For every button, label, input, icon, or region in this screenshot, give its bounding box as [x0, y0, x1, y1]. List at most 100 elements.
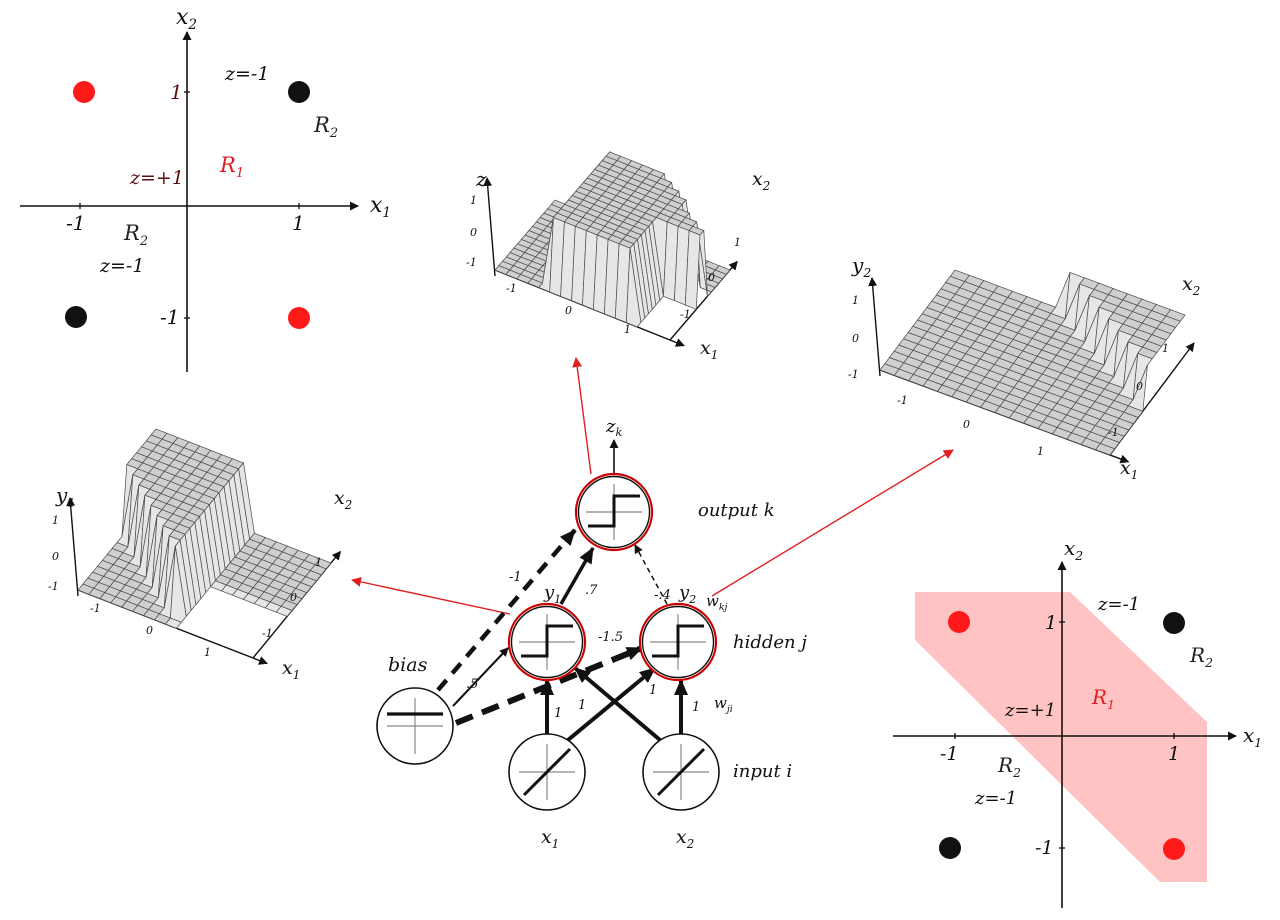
step-function-icon — [652, 624, 704, 658]
side-tick-label: 1 — [315, 556, 322, 569]
input-layer-label: input i — [733, 761, 792, 782]
input-node-x1 — [508, 733, 586, 811]
v-tick-label: -1 — [48, 580, 59, 593]
side-tick-label: -1 — [680, 308, 691, 321]
v-tick-label: 0 — [852, 332, 859, 345]
x1-axis-label: x1 — [370, 193, 391, 221]
label-region-r1: R1 — [219, 153, 244, 181]
front-tick-label: -1 — [897, 394, 908, 407]
label-region-r2-top: R2 — [1189, 643, 1213, 670]
weight-bias-y1: .5 — [466, 677, 478, 692]
positive-point — [1163, 838, 1185, 860]
surface-plot-y1 — [66, 428, 341, 665]
edge-x2-y1 — [573, 666, 662, 742]
surface-plot-z — [483, 150, 738, 347]
arrow-output-to-z-surface — [572, 357, 592, 475]
front-axis-label: x1 — [700, 337, 718, 362]
output-node — [574, 472, 654, 552]
pointer-arrows — [351, 357, 954, 615]
v-tick-label: 1 — [52, 514, 59, 527]
output-layer-label: output k — [698, 500, 775, 521]
vertical-axis — [66, 497, 79, 597]
x2-axis-label: x2 — [176, 5, 197, 33]
arrow-y1-to-y1-surface — [351, 577, 511, 615]
label-region-r2-bottom: R2 — [997, 753, 1021, 780]
side-tick-label: 1 — [1162, 342, 1169, 355]
y1-surface-mesh-face — [164, 617, 182, 629]
tick-label-x-neg: -1 — [940, 743, 959, 765]
v-tick-label: 1 — [852, 294, 859, 307]
x1-label: x1 — [541, 826, 559, 851]
weight-x1-y1: 1 — [554, 706, 562, 721]
linear-function-icon — [522, 747, 572, 797]
front-axis-label: x1 — [282, 657, 300, 682]
weight-x2-y2: 1 — [692, 700, 700, 715]
vertical-axis — [868, 277, 881, 377]
surface-plot-y2 — [868, 269, 1195, 464]
negative-point — [1163, 612, 1185, 634]
front-tick-label: 1 — [204, 646, 211, 659]
label-z-plus: z=+1 — [1004, 700, 1056, 721]
edge-y1-output — [559, 547, 595, 605]
label-region-r2-top: R2 — [313, 113, 338, 141]
label-z-minus-top: z=-1 — [224, 63, 269, 85]
v-tick-label: 0 — [470, 226, 477, 239]
xor-plot-top-left: x1 x2 -1 1 1 -1 z=-1 R2 z=+1 R1 R2 z=-1 — [20, 5, 391, 372]
tick-label-y-pos: 1 — [1045, 612, 1057, 634]
side-tick-label: 0 — [1136, 380, 1143, 393]
right-axis-label: x2 — [334, 487, 352, 512]
wkj-label: wkj — [706, 592, 727, 613]
front-tick-label: 0 — [565, 304, 572, 317]
arrow-y2-to-y2-surface — [711, 449, 954, 597]
label-region-r1: R1 — [1091, 685, 1115, 712]
z-surface-mesh-face — [625, 248, 642, 328]
label-z-minus-bottom: z=-1 — [99, 255, 144, 277]
step-function-icon — [588, 494, 640, 528]
front-tick-label: 0 — [963, 418, 970, 431]
front-tick-label: -1 — [90, 602, 101, 615]
front-tick-label: 1 — [624, 323, 631, 336]
vertical-axis-label: z — [475, 167, 487, 191]
label-z-minus-top: z=-1 — [1097, 594, 1140, 615]
label-z-minus-bottom: z=-1 — [974, 788, 1017, 809]
x2-axis-label: x2 — [1064, 536, 1083, 563]
network-diagram: zk output k hidden j input i bias y1 y2 … — [376, 416, 807, 851]
side-tick-label: 0 — [708, 271, 715, 284]
tick-label-y-neg: -1 — [1035, 837, 1054, 859]
tick-label-x-pos: 1 — [292, 211, 305, 235]
front-tick-label: 0 — [146, 624, 153, 637]
v-tick-label: 1 — [470, 194, 477, 207]
bias-node — [376, 687, 454, 765]
positive-point — [288, 307, 310, 329]
weight-y1-output: .7 — [585, 583, 598, 598]
weight-bias-y2: -1.5 — [598, 630, 623, 645]
x2-label: x2 — [676, 826, 694, 851]
front-axis-label: x1 — [1120, 457, 1138, 482]
weight-y2-output: -.4 — [654, 588, 671, 603]
x1-axis-label: x1 — [1243, 723, 1262, 750]
negative-point — [65, 306, 87, 328]
negative-point — [288, 81, 310, 103]
vertical-axis-label: y1 — [55, 483, 75, 510]
y2-label: y2 — [678, 582, 696, 606]
v-tick-label: -1 — [466, 256, 477, 269]
tick-label-y-neg: -1 — [160, 305, 179, 329]
z-surface-mesh-face — [684, 230, 701, 310]
front-tick-label: 1 — [1037, 445, 1044, 458]
tick-label-x-neg: -1 — [66, 211, 85, 235]
y2-surface-mesh-face — [1095, 442, 1116, 456]
step-function-icon — [521, 624, 573, 658]
label-region-r2-bottom: R2 — [123, 221, 148, 249]
weight-x2-y1: 1 — [578, 698, 586, 713]
side-tick-label: 0 — [290, 591, 297, 604]
xor-plot-bottom-right: x1 x2 -1 1 1 -1 z=-1 R2 R1 z=+1 R2 z=-1 — [893, 536, 1262, 908]
linear-function-icon — [656, 747, 706, 797]
label-z-plus: z=+1 — [129, 167, 184, 189]
hidden-node-y1 — [507, 602, 587, 682]
input-node-x2 — [642, 733, 720, 811]
negative-point — [939, 837, 961, 859]
vertical-axis — [483, 177, 496, 277]
hidden-layer-label: hidden j — [733, 632, 807, 653]
weight-x1-y2: 1 — [649, 683, 657, 698]
